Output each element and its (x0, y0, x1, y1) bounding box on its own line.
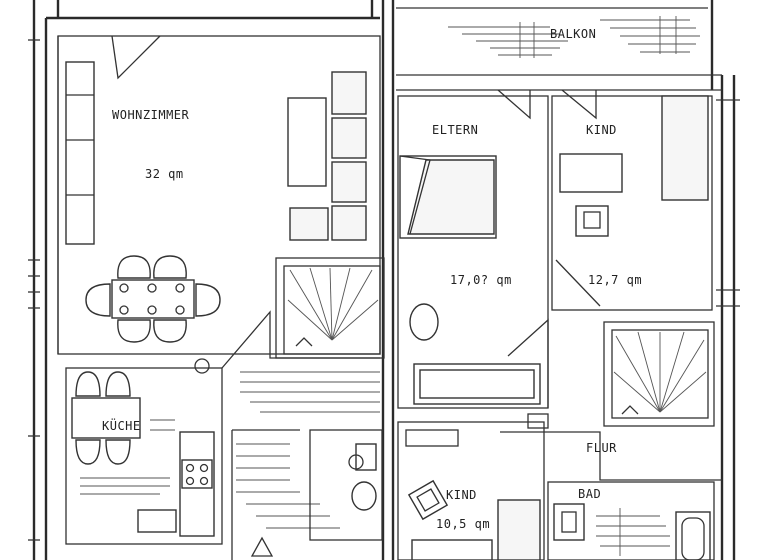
sofa-wall-unit (65, 61, 95, 245)
chair (153, 319, 187, 343)
balcony: BALKON (448, 16, 700, 58)
stove (181, 459, 213, 489)
chair (153, 255, 187, 279)
wall-ticks (28, 39, 740, 541)
toilet-bowl (351, 481, 377, 511)
kind1-area: 12,7 qm (588, 273, 642, 287)
bad-label: BAD (578, 487, 601, 501)
kitchen-table (71, 397, 141, 439)
warning-triangle-icon (250, 536, 274, 557)
sofa-corner (331, 205, 367, 241)
bad-outline (547, 481, 715, 560)
toilet-tank (355, 443, 377, 471)
chair (75, 371, 101, 397)
staircase-right (603, 321, 715, 427)
eltern-door-swing (497, 89, 531, 120)
sink (137, 509, 177, 533)
living-room: WOHNZIMMER 32 qm (57, 35, 381, 355)
round-table (409, 303, 439, 341)
kind2-outline (397, 421, 545, 560)
living-room-door-swing (111, 35, 161, 80)
kueche-label: KÜCHE (102, 417, 141, 433)
balkon-label: BALKON (550, 27, 596, 41)
dining-table (111, 279, 195, 319)
bathroom: BAD (547, 481, 715, 560)
eltern-outline (397, 95, 549, 409)
sofa-seat (331, 161, 367, 203)
kind2-label: KIND (446, 488, 477, 502)
child-room-2: KIND 10,5 qm (397, 421, 545, 560)
kind2-area: 10,5 qm (436, 517, 490, 531)
wohnzimmer-area: 32 qm (145, 167, 184, 181)
chair (75, 439, 101, 465)
chair (117, 255, 151, 279)
chair (117, 319, 151, 343)
kind1-door-swing (561, 89, 597, 120)
parents-bedroom: ELTERN 17,0? qm (397, 89, 549, 409)
eltern-area: 17,0? qm (450, 273, 512, 287)
child-room-1: KIND 12,7 qm (551, 89, 713, 311)
eltern-label: ELTERN (432, 123, 478, 137)
sofa-seat (331, 117, 367, 159)
bed (661, 95, 709, 201)
staircase-left (275, 257, 385, 359)
bathtub (675, 511, 711, 560)
fixture-circle (194, 358, 210, 374)
kind1-label: KIND (586, 123, 617, 137)
washbasin (553, 503, 585, 541)
chair (407, 479, 449, 521)
kind1-outline (551, 95, 713, 311)
coffee-table (287, 97, 327, 187)
kitchen-outline (65, 367, 223, 545)
exterior-walls (32, 0, 736, 560)
chair (85, 283, 111, 317)
chair (105, 371, 131, 397)
sofa-seat (289, 207, 329, 241)
chair (575, 205, 609, 237)
balcony-hatching (448, 16, 700, 58)
flur-label: FLUR (586, 441, 617, 455)
bed (497, 499, 541, 560)
sofa-seat (331, 71, 367, 115)
kitchen: KÜCHE (65, 310, 380, 545)
wohnzimmer-label: WOHNZIMMER (112, 108, 190, 122)
hallway: FLUR (500, 318, 722, 481)
left-hall (231, 371, 383, 560)
desk (411, 539, 493, 560)
chair (105, 439, 131, 465)
chair (195, 283, 221, 317)
desk (559, 153, 623, 193)
